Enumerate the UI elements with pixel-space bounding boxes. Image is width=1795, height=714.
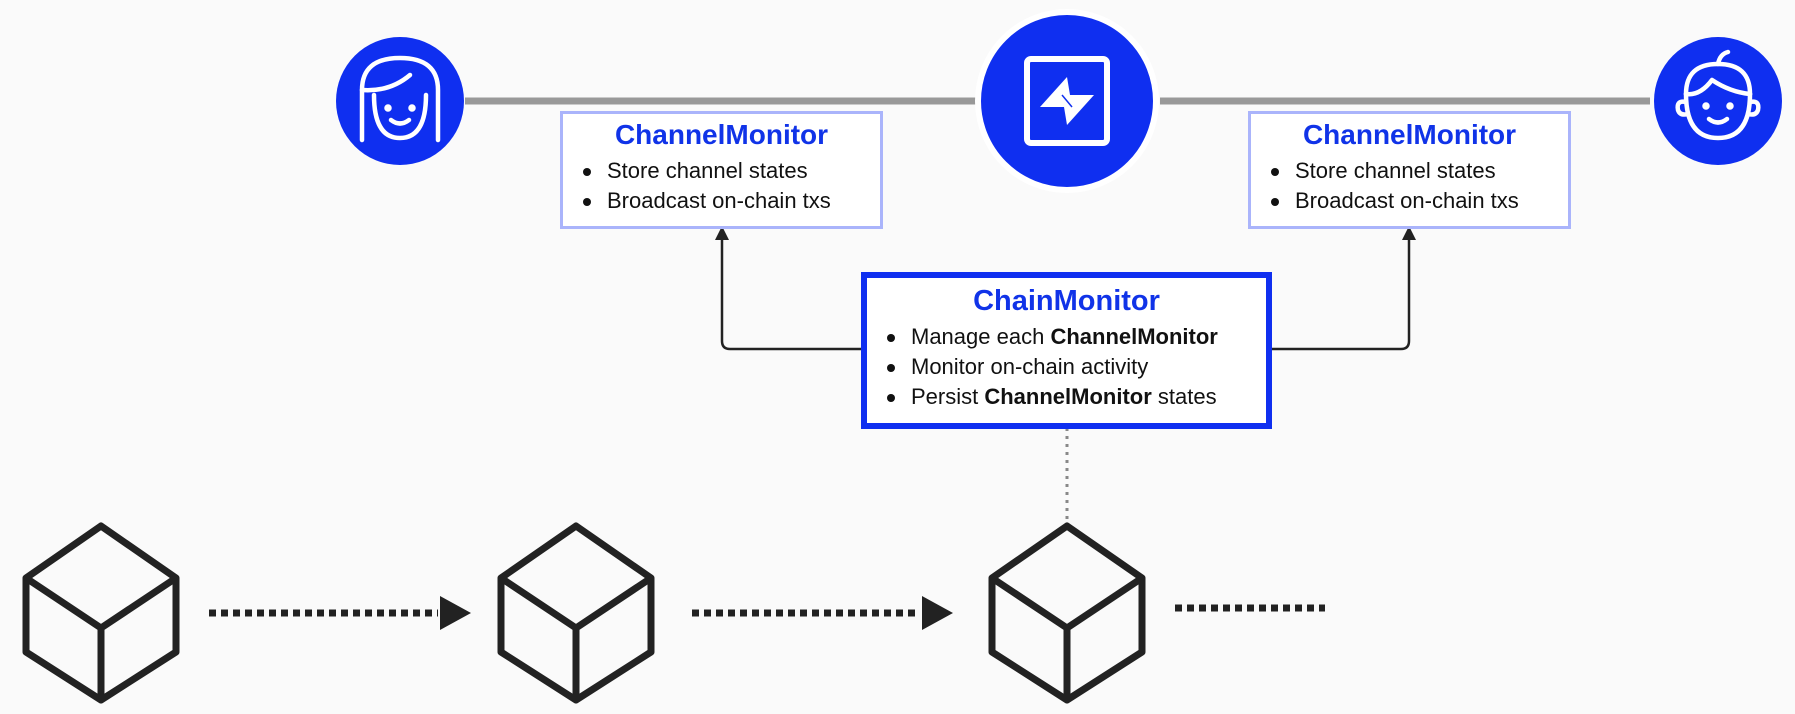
list-item: Store channel states	[1271, 156, 1568, 186]
node-right	[1654, 37, 1782, 165]
user-girl-icon	[359, 55, 441, 143]
block-2	[497, 522, 655, 704]
cube-block-icon	[988, 522, 1146, 704]
item-text: Monitor on-chain activity	[911, 354, 1149, 379]
channel-monitor-right-title: ChannelMonitor	[1302, 119, 1517, 150]
list-item: Broadcast on-chain txs	[1271, 186, 1568, 216]
channel-monitor-left: ChannelMonitor Store channel states Broa…	[560, 111, 883, 229]
lightning-network-logo-icon	[1024, 56, 1110, 146]
block-link-2-3	[692, 596, 953, 630]
item-text: Manage each	[911, 324, 1051, 349]
channel-monitor-left-list: Store channel states Broadcast on-chain …	[563, 156, 880, 216]
user-boy-icon	[1675, 49, 1761, 141]
chain-monitor: ChainMonitor Manage each ChannelMonitor …	[861, 272, 1272, 429]
item-bold-text: ChannelMonitor	[984, 384, 1152, 409]
list-item: Monitor on-chain activity	[887, 352, 1266, 382]
item-bold-text: ChannelMonitor	[1050, 324, 1218, 349]
cube-block-icon	[497, 522, 655, 704]
channel-monitor-right: ChannelMonitor Store channel states Broa…	[1248, 111, 1571, 229]
arrow-to-right-monitor-head	[1402, 226, 1416, 240]
channel-monitor-left-title: ChannelMonitor	[614, 119, 829, 150]
list-item: Persist ChannelMonitor states	[887, 382, 1266, 412]
block-link-1-2	[209, 596, 471, 630]
list-item: Store channel states	[583, 156, 880, 186]
block-3	[988, 522, 1146, 704]
item-text: states	[1151, 384, 1217, 409]
chain-monitor-title: ChainMonitor	[973, 285, 1160, 317]
arrow-to-left-monitor-head	[715, 226, 729, 240]
arrow-to-right-monitor	[1270, 238, 1411, 351]
node-center	[975, 9, 1159, 193]
list-item: Manage each ChannelMonitor	[887, 322, 1266, 352]
node-left	[336, 37, 464, 165]
list-item: Broadcast on-chain txs	[583, 186, 880, 216]
channel-monitor-right-list: Store channel states Broadcast on-chain …	[1251, 156, 1568, 216]
chain-monitor-list: Manage each ChannelMonitor Monitor on-ch…	[867, 322, 1266, 412]
item-text: Persist	[911, 384, 985, 409]
cube-block-icon	[22, 522, 180, 704]
block-1	[22, 522, 180, 704]
arrow-to-left-monitor	[720, 238, 864, 351]
